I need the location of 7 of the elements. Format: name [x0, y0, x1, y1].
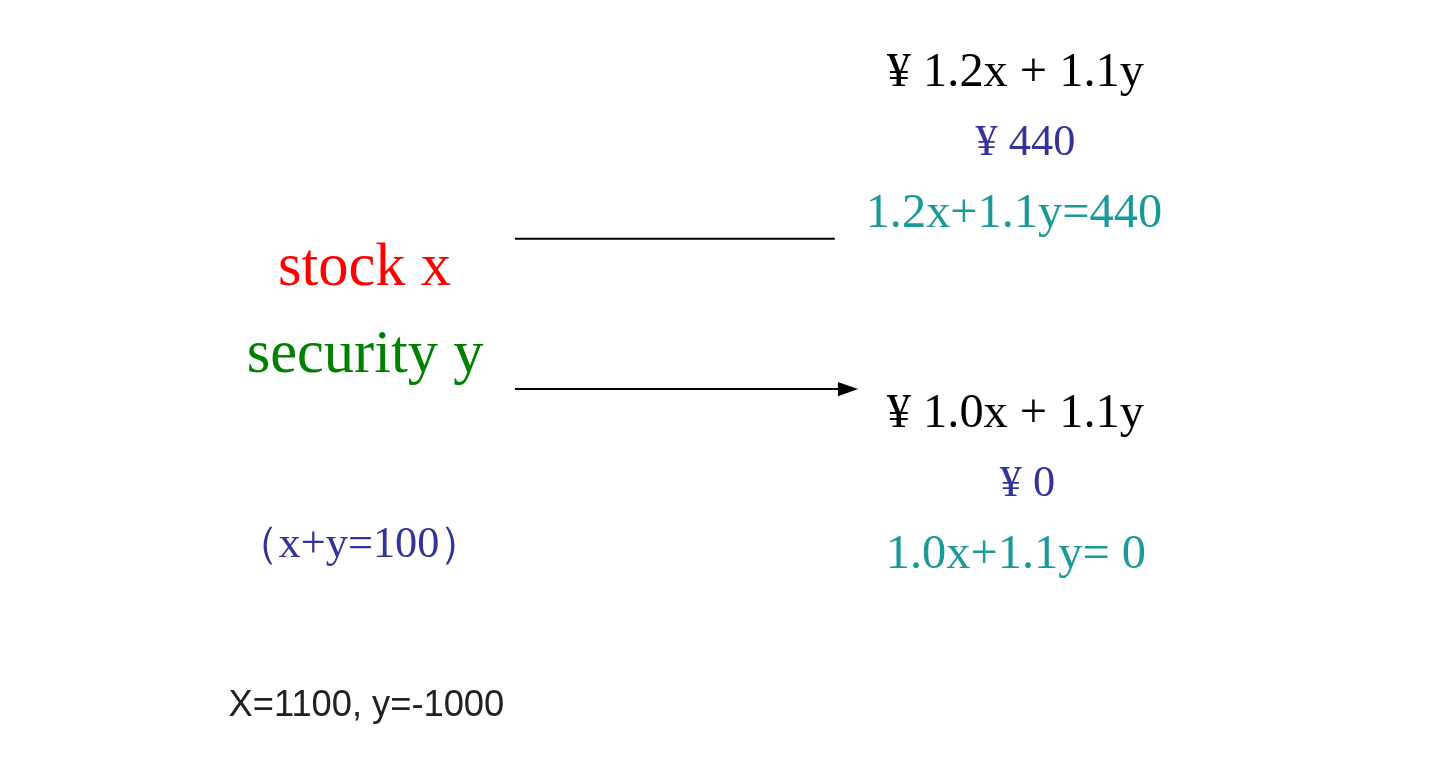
node-text: ¥ 1.2x + 1.1y ¥ 440 1.2x+1.1y=440	[865, 42, 1163, 237]
node-text: stock x security y	[246, 230, 484, 385]
node-text: ¥ 1.0x + 1.1y ¥ 0 1.0x+1.1y= 0	[885, 383, 1147, 578]
arrow	[514, 381, 859, 396]
label: X=1100, y=-1000	[228, 682, 505, 724]
label: （x+y=100）	[234, 516, 484, 567]
connector	[514, 237, 835, 240]
